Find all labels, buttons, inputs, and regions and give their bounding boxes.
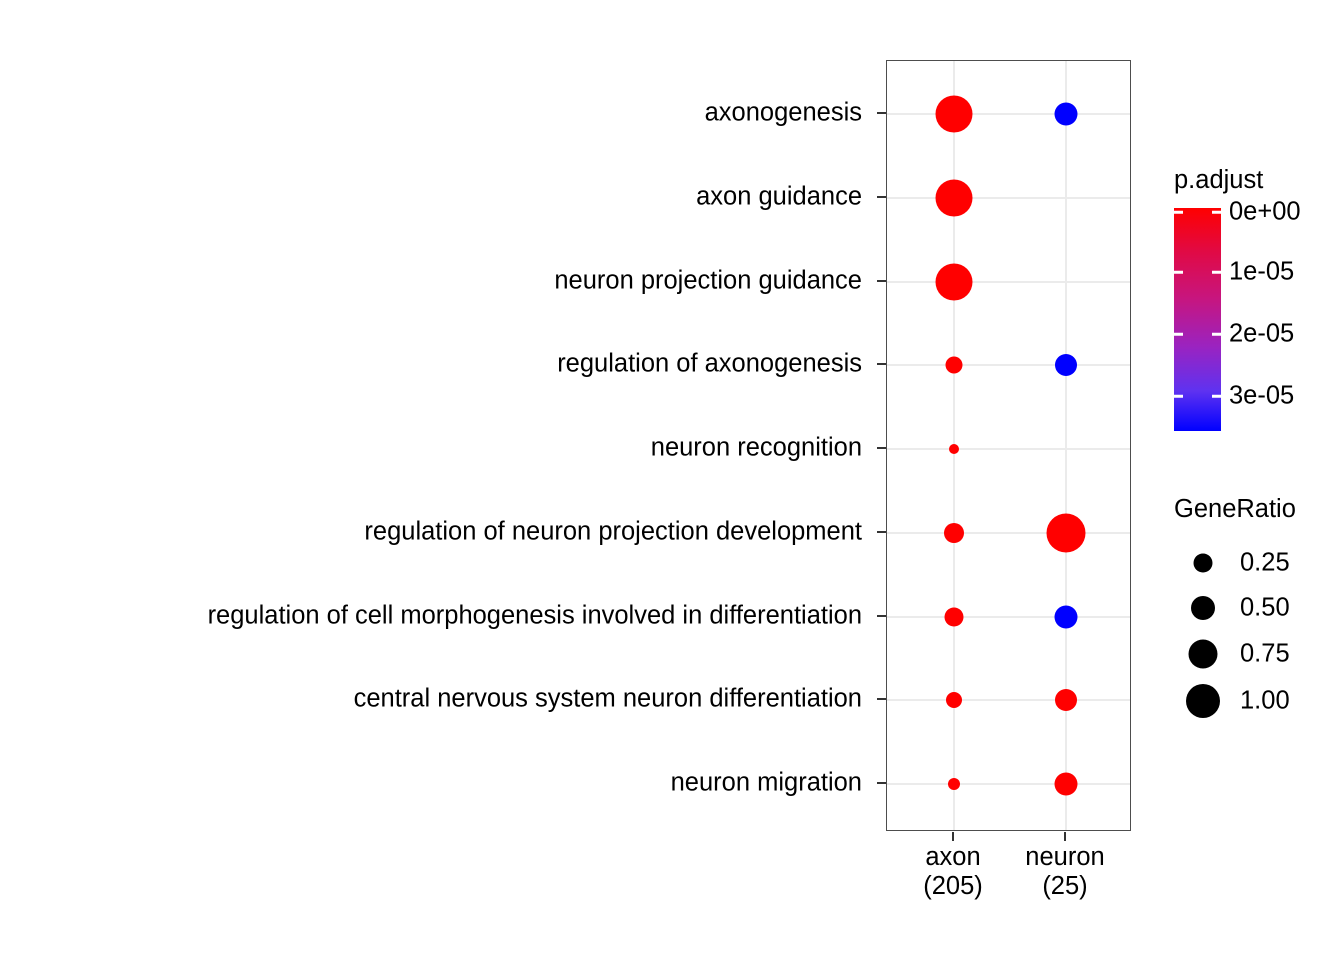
y-axis-tick-1 [877,112,886,114]
y-axis-tick-6 [877,531,886,533]
size-key-050 [1191,596,1215,620]
dot-neuron-migration-neuron[interactable] [1054,772,1078,796]
x-axis-label-axon: axon (205) [923,843,983,900]
dot-regulation-of-cell-morphogenesis-axon[interactable] [944,607,964,627]
gridline-h-9 [887,783,1130,785]
colorbar-tick-right-1 [1212,210,1221,214]
y-axis-label-neuron-projection-guidance: neuron projection guidance [554,266,862,295]
gridline-h-6 [887,532,1130,534]
y-axis-label-regulation-of-cell-morphogenesis-involved-in-differentiation: regulation of cell morphogenesis involve… [207,601,862,630]
colorbar-label-0e00: 0e+00 [1229,197,1301,226]
colorbar-tick-left-2 [1174,270,1183,274]
gridline-h-2 [887,197,1130,199]
dot-neuron-migration-axon[interactable] [948,778,960,790]
y-axis-tick-8 [877,698,886,700]
size-label-025: 0.25 [1240,548,1290,577]
y-axis-label-regulation-of-neuron-projection-development: regulation of neuron projection developm… [364,517,862,546]
dot-neuron-recognition-axon[interactable] [949,444,959,454]
legend-generatio: GeneRatio [1174,495,1344,523]
y-axis-label-axon-guidance: axon guidance [696,182,862,211]
size-key-100 [1186,684,1220,718]
dot-regulation-of-neuron-projection-development-axon[interactable] [944,523,964,543]
colorbar-tick-left-4 [1174,394,1183,398]
y-axis-tick-9 [877,782,886,784]
size-label-050: 0.50 [1240,593,1290,622]
dot-cns-neuron-differentiation-axon[interactable] [946,692,962,708]
dot-cns-neuron-differentiation-neuron[interactable] [1055,689,1077,711]
y-axis-tick-5 [877,447,886,449]
y-axis-label-neuron-recognition: neuron recognition [650,433,862,462]
gridline-h-5 [887,448,1130,450]
dot-regulation-of-cell-morphogenesis-neuron[interactable] [1054,605,1078,629]
gridline-h-3 [887,281,1130,283]
colorbar-tick-right-4 [1212,394,1221,398]
plot-panel [886,60,1131,831]
gridline-h-4 [887,364,1130,366]
x-axis-label-neuron-count: (25) [1042,871,1088,900]
colorbar-label-3e05: 3e-05 [1229,381,1295,410]
y-axis-label-group: axonogenesis axon guidance neuron projec… [207,98,862,797]
size-key-075 [1188,639,1218,669]
colorbar-label-1e05: 1e-05 [1229,257,1295,286]
dot-regulation-of-axonogenesis-neuron[interactable] [1055,354,1077,376]
dot-axonogenesis-axon[interactable] [935,95,973,133]
y-axis-label-central-nervous-system-neuron-differentiation: central nervous system neuron differenti… [353,684,862,713]
size-label-075: 0.75 [1240,639,1290,668]
colorbar-tick-right-2 [1212,270,1221,274]
gridline-h-1 [887,113,1130,115]
colorbar-label-2e05: 2e-05 [1229,319,1295,348]
dot-axon-guidance-axon[interactable] [935,179,973,217]
colorbar-tick-right-3 [1212,332,1221,336]
size-key-025 [1193,553,1213,573]
legend-padjust-title: p.adjust [1174,166,1264,194]
y-axis-label-axonogenesis: axonogenesis [704,98,862,127]
dot-regulation-of-neuron-projection-development-neuron[interactable] [1046,513,1086,553]
size-label-100: 1.00 [1240,686,1290,715]
legend-generatio-title: GeneRatio [1174,495,1296,523]
dot-neuron-projection-guidance-axon[interactable] [935,263,973,301]
x-axis-label-axon-name: axon [925,843,981,871]
dot-regulation-of-axonogenesis-axon[interactable] [945,356,963,374]
legend-padjust: p.adjust [1174,166,1344,206]
y-axis-label-regulation-of-axonogenesis: regulation of axonogenesis [557,349,862,378]
colorbar-tick-left-1 [1174,210,1183,214]
y-axis-tick-4 [877,363,886,365]
gridline-h-8 [887,699,1130,701]
x-axis-tick-axon [952,832,954,841]
y-axis-tick-7 [877,615,886,617]
x-axis-tick-neuron [1064,832,1066,841]
y-axis-tick-3 [877,280,886,282]
y-axis-label-neuron-migration: neuron migration [670,768,862,797]
x-axis-label-neuron-name: neuron [1025,843,1105,871]
y-axis-tick-2 [877,196,886,198]
dot-axonogenesis-neuron[interactable] [1054,102,1078,126]
x-axis-label-neuron: neuron (25) [1025,843,1104,900]
padjust-colorbar [1174,208,1221,431]
gridline-v-neuron [1065,61,1067,830]
gridline-h-7 [887,616,1130,618]
colorbar-tick-left-3 [1174,332,1183,336]
x-axis-label-axon-count: (205) [923,871,983,900]
